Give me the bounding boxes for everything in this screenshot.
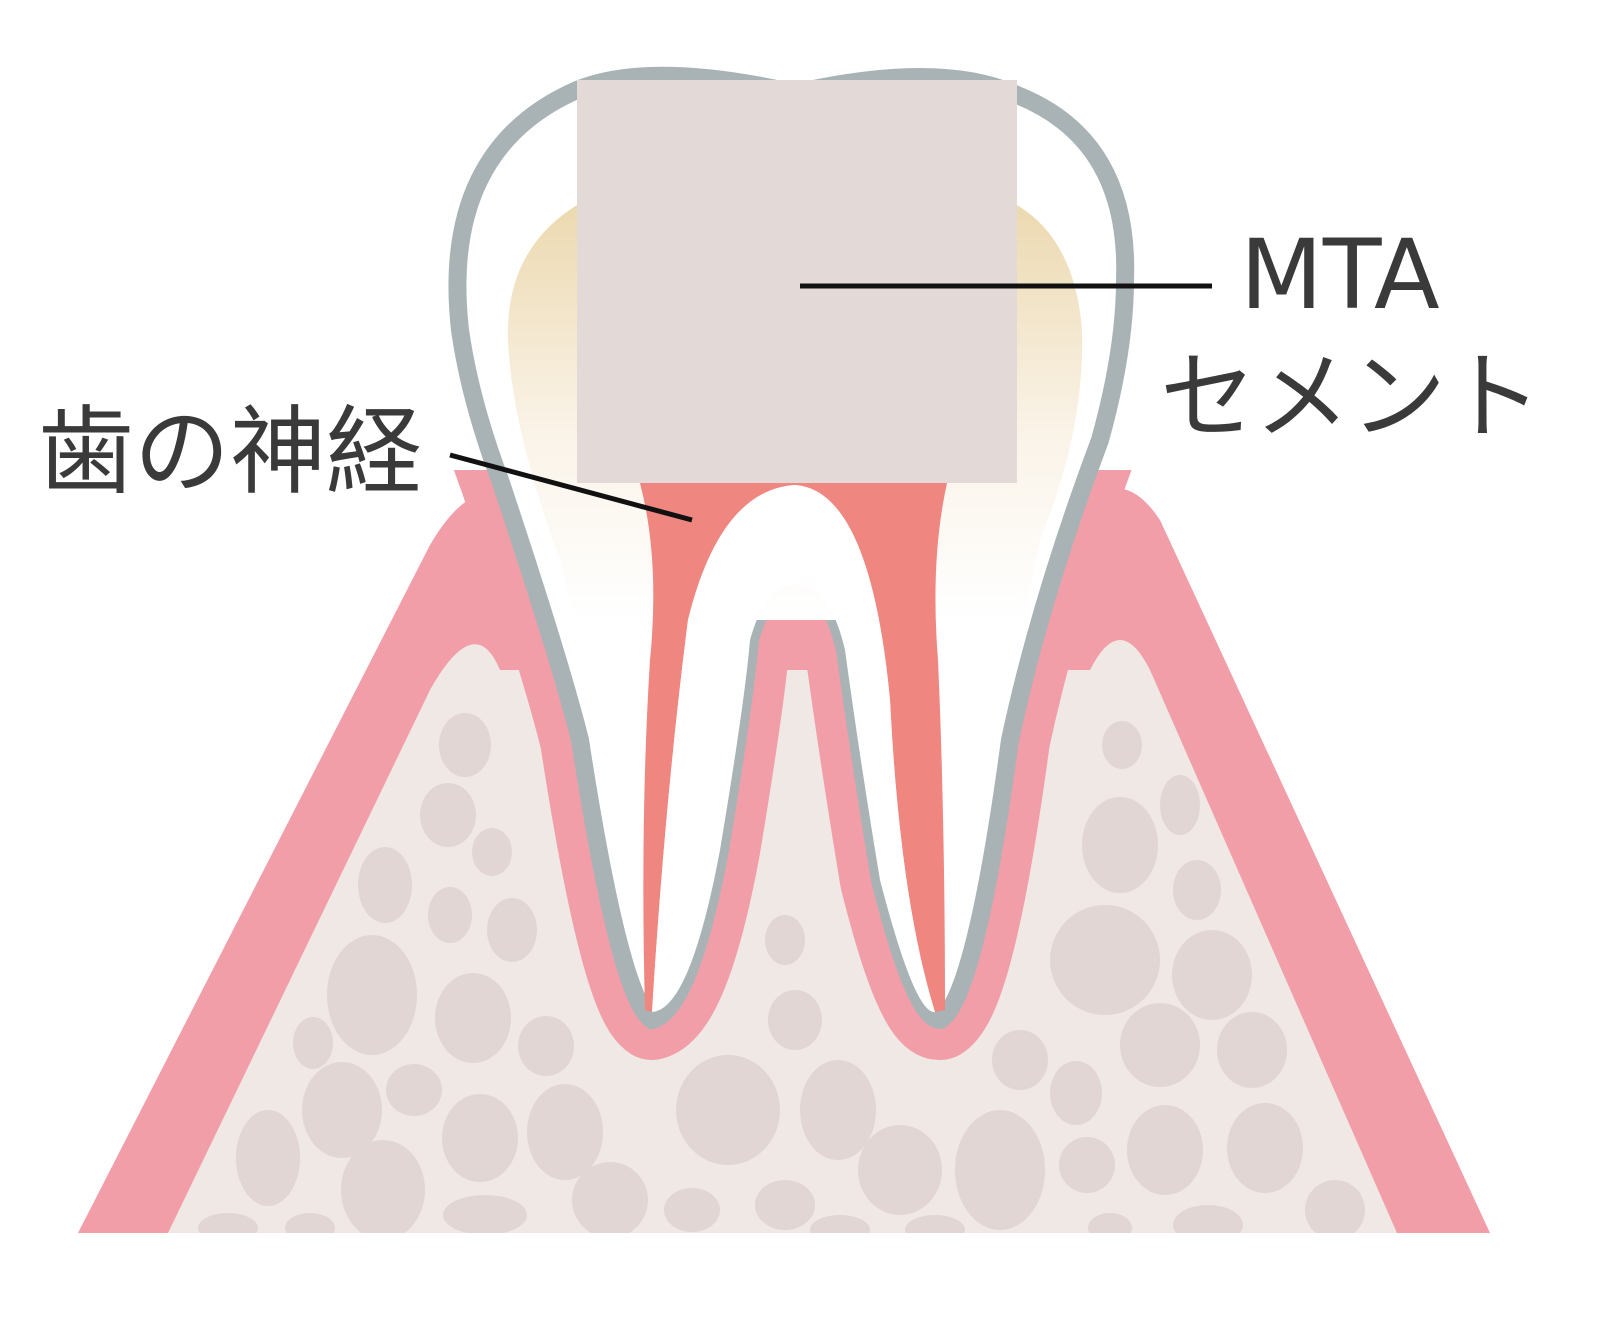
bone-nodule [341,1140,425,1233]
bone-nodule [518,1016,574,1076]
bone-nodule [358,847,412,923]
label-cement: セメント [1160,341,1542,453]
bone-nodule [435,973,511,1063]
bone-nodule [572,1162,648,1233]
bone-nodule [1160,775,1200,835]
bone-nodule [428,887,472,943]
bone-nodule [1173,1205,1243,1233]
bone-nodule [992,1030,1048,1090]
bone-nodule [487,898,537,962]
bone-nodule [443,1195,527,1233]
bone-nodule [527,1084,603,1180]
bone-nodule [1227,1103,1303,1193]
bone-nodule [664,1188,720,1232]
bone-nodule [1050,905,1160,1015]
bone-nodule [1173,860,1221,920]
bone-nodule [442,1094,518,1182]
bone-nodule [858,1125,942,1215]
bone-nodule [386,1064,442,1116]
mta-cement-fill [577,80,1017,483]
bone-nodule [765,915,805,965]
bone-nodule [236,1110,300,1206]
bone-nodule [1050,1061,1102,1125]
label-nerve: 歯の神経 [38,396,422,508]
bone-nodule [676,1055,780,1165]
bone-nodules [198,713,1365,1233]
bone-nodule [1082,797,1158,893]
bone-nodule [439,713,491,777]
bone-nodule [302,1062,382,1158]
bone-nodule [1172,930,1252,1020]
bone-nodule [1217,1012,1287,1088]
bone-nodule [755,1180,815,1230]
bone-nodule [1059,1137,1115,1193]
bone-nodule [1127,1105,1203,1195]
bone-nodule [198,1213,258,1233]
bone-nodule [1088,1213,1132,1233]
bone-nodule [955,1110,1045,1230]
bone-nodule [768,990,822,1050]
label-mta: MTA [1240,219,1440,331]
root-inner-white [652,485,935,1013]
bone-nodule [800,1060,876,1160]
bone-nodule [420,783,476,847]
nerve-leader-line [449,452,693,523]
bone-nodule [293,1017,333,1069]
bone-nodule [1305,1180,1365,1233]
bone-nodule [1102,721,1142,769]
bone-nodule [327,935,417,1055]
bone-nodule [810,1215,870,1233]
bone-nodule [1120,1003,1200,1087]
bone-nodule [905,1215,965,1233]
pulp-nerve [640,483,947,1012]
bone-nodule [472,828,512,876]
bone-nodule [285,1213,335,1233]
